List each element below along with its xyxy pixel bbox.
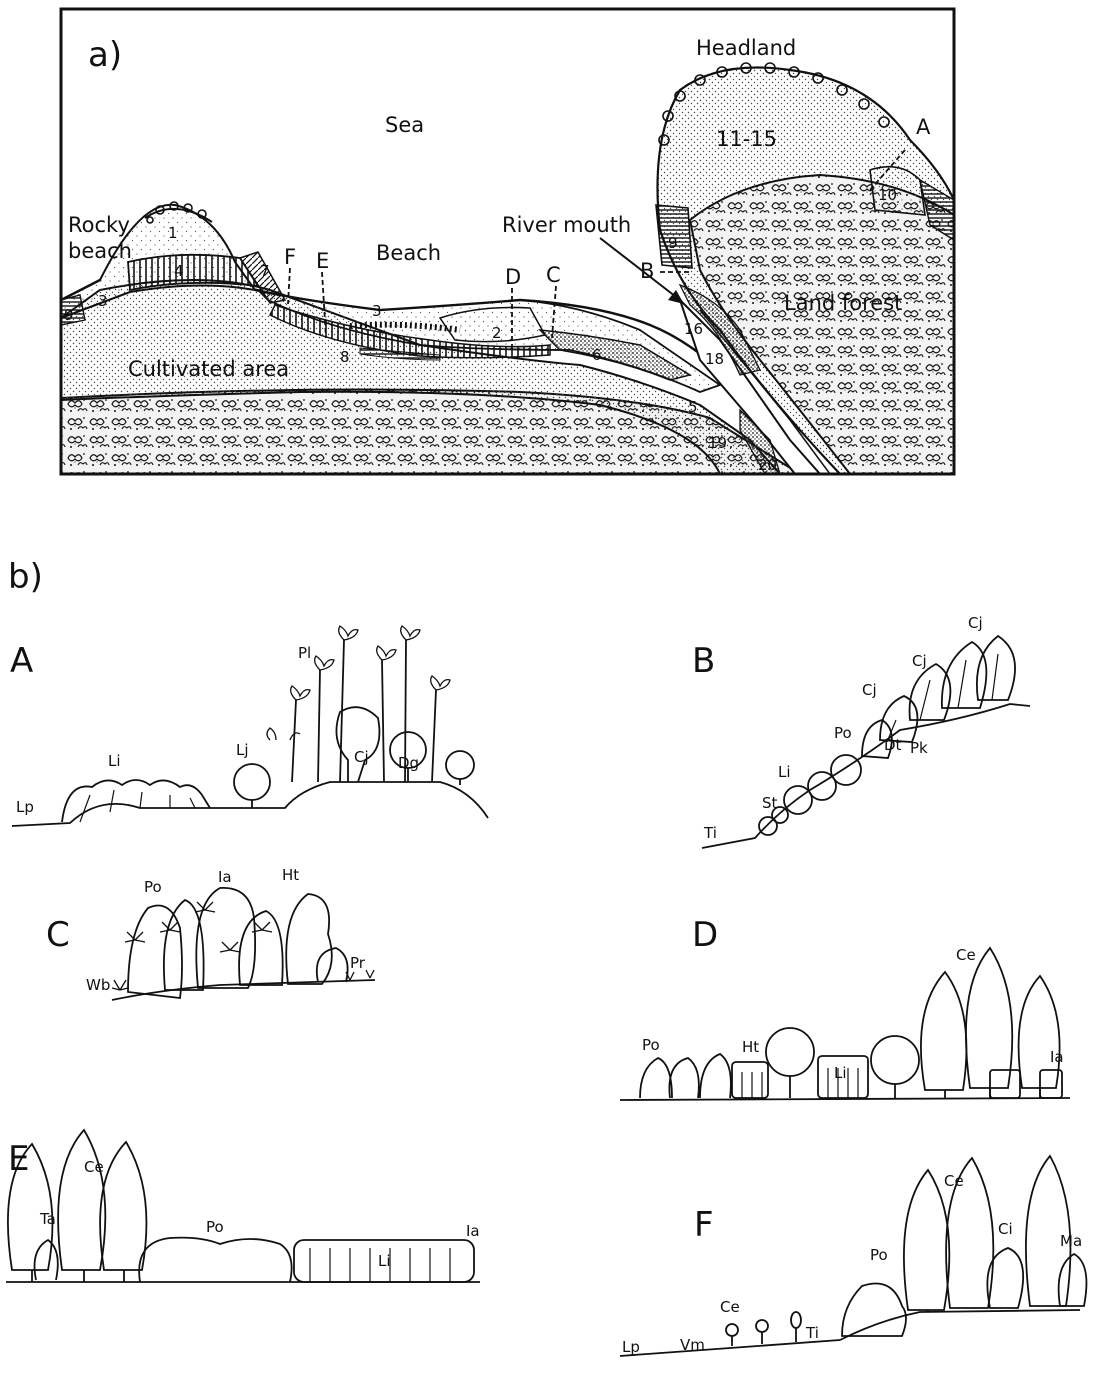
- transect-label-E: E: [316, 249, 329, 273]
- zone-label: 1: [168, 224, 178, 242]
- zone-label: 3: [98, 292, 108, 310]
- species-label: Pl: [298, 644, 311, 662]
- species-label: Cj: [912, 652, 927, 670]
- sea-label: Sea: [385, 113, 424, 137]
- species-label: Po: [834, 724, 852, 742]
- species-label: Pk: [910, 739, 928, 757]
- zone-label: 11-15: [716, 127, 777, 151]
- species-label: Ma: [1060, 1232, 1082, 1250]
- species-label: Lp: [16, 798, 34, 816]
- transect-label-F: F: [284, 245, 296, 269]
- panel-a-label: a): [88, 35, 122, 75]
- zone-label: 16: [684, 320, 703, 338]
- species-label: Ia: [218, 868, 232, 886]
- transect-label-D: D: [505, 265, 521, 289]
- species-label: Li: [108, 752, 121, 770]
- species-label: Ce: [944, 1172, 964, 1190]
- species-label: Ht: [742, 1038, 759, 1056]
- profile-E: [6, 1130, 480, 1282]
- zone-label: 8: [340, 348, 350, 366]
- species-label: Ta: [39, 1210, 56, 1228]
- rocky-beach-label-line1: Rocky: [68, 213, 130, 237]
- species-label: Ce: [720, 1298, 740, 1316]
- profile-B: [702, 636, 1030, 848]
- species-label: Lj: [236, 741, 249, 759]
- beach-label: Beach: [376, 241, 441, 265]
- species-label: Cj: [968, 614, 983, 632]
- transect-label-C: C: [546, 263, 561, 287]
- species-label: Ia: [466, 1222, 480, 1240]
- zone-label: 19: [708, 434, 727, 452]
- zone-label: 20: [758, 456, 777, 474]
- species-label: Li: [778, 763, 791, 781]
- species-label: Po: [642, 1036, 660, 1054]
- species-label: Ce: [84, 1158, 104, 1176]
- zone-label: 6: [592, 346, 602, 364]
- zone-label: 3: [372, 302, 382, 320]
- species-label: Po: [144, 878, 162, 896]
- species-label: Po: [870, 1246, 888, 1264]
- species-label: Lp: [622, 1338, 640, 1356]
- land-forest-label: Land forest: [784, 291, 902, 315]
- cultivated-area-label: Cultivated area: [128, 357, 289, 381]
- zone-label: 7: [260, 262, 270, 280]
- site-map: [61, 9, 954, 474]
- transect-label-A: A: [916, 115, 931, 139]
- species-label: Pr: [350, 954, 366, 972]
- species-label: Ci: [998, 1220, 1013, 1238]
- species-label: St: [762, 794, 778, 812]
- profile-A: [12, 626, 488, 826]
- species-label: Cj: [354, 748, 369, 766]
- profile-B-title: B: [692, 641, 715, 681]
- profile-F-title: F: [694, 1205, 714, 1245]
- river-mouth-label: River mouth: [502, 213, 631, 237]
- species-label: Dt: [884, 736, 902, 754]
- zone-label: 4: [174, 262, 184, 280]
- profile-E-title: E: [8, 1139, 29, 1179]
- headland-label: Headland: [696, 36, 796, 60]
- profile-C-title: C: [46, 915, 70, 955]
- species-label: Li: [378, 1252, 391, 1270]
- species-label: Vm: [680, 1336, 705, 1354]
- zone-label: 5: [688, 398, 698, 416]
- species-label: Ti: [805, 1324, 819, 1342]
- species-label: Ht: [282, 866, 299, 884]
- zone-label: 9: [668, 234, 678, 252]
- profile-A-title: A: [10, 641, 33, 681]
- transect-label-B: B: [640, 259, 654, 283]
- zone-label: 9: [64, 306, 74, 324]
- species-label: Ti: [703, 824, 717, 842]
- species-label: Cj: [862, 681, 877, 699]
- species-label: Li: [834, 1064, 847, 1082]
- zone-label: 10: [878, 186, 897, 204]
- profile-F: [620, 1156, 1086, 1356]
- profile-C: [112, 888, 375, 1000]
- species-label: Ia: [1050, 1048, 1064, 1066]
- zone-label: 18: [705, 350, 724, 368]
- species-label: Po: [206, 1218, 224, 1236]
- profile-D-title: D: [692, 915, 718, 955]
- panel-b-label: b): [8, 557, 43, 597]
- species-label: Wb: [86, 976, 110, 994]
- species-label: Dg: [398, 754, 419, 772]
- species-label: Ce: [956, 946, 976, 964]
- rocky-beach-label-line2: beach: [68, 239, 132, 263]
- zone-label: 2: [492, 324, 502, 342]
